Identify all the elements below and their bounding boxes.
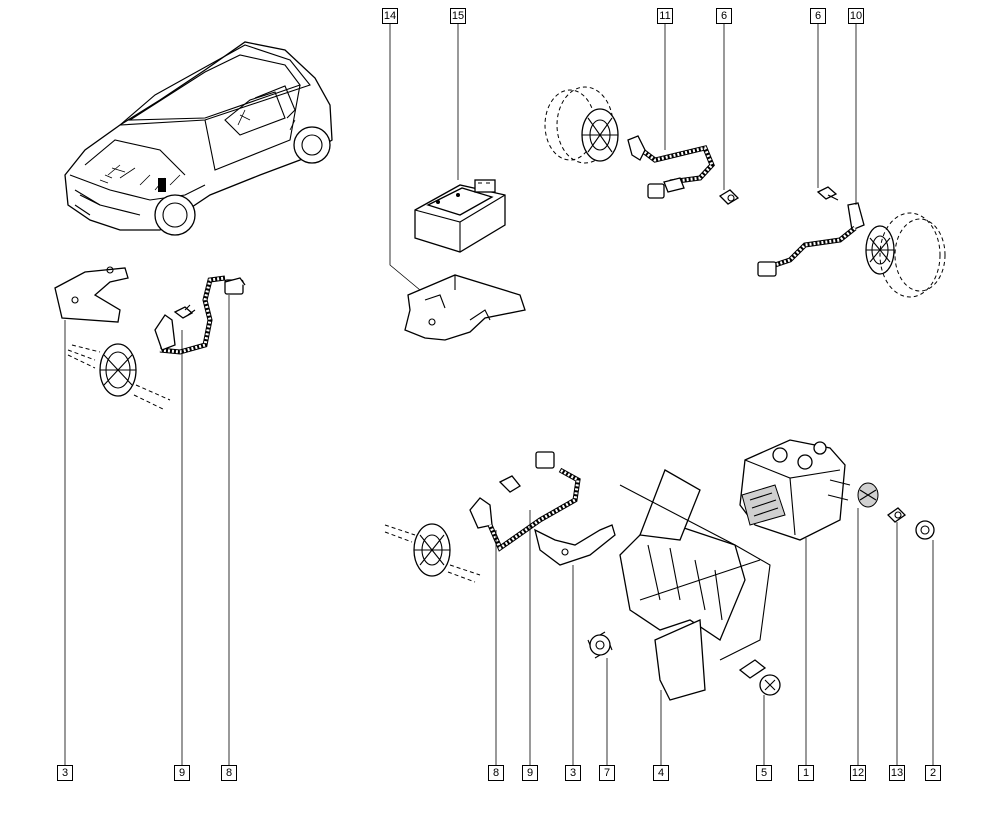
callout-11: 11 bbox=[657, 8, 673, 24]
bracket-icon bbox=[54, 266, 129, 323]
sensor-cable-icon bbox=[757, 202, 865, 277]
nut-icon bbox=[857, 482, 879, 508]
callout-4: 4 bbox=[653, 765, 669, 781]
callout-13: 13 bbox=[889, 765, 905, 781]
callout-8: 8 bbox=[221, 765, 237, 781]
bolt-icon bbox=[738, 659, 781, 696]
callout-9: 9 bbox=[174, 765, 190, 781]
callout-3: 3 bbox=[57, 765, 73, 781]
wheel-hub-icon bbox=[865, 212, 946, 298]
washer-icon bbox=[587, 631, 613, 659]
callout-3: 3 bbox=[565, 765, 581, 781]
sensor-cable-icon bbox=[627, 135, 715, 199]
bolt-icon bbox=[718, 189, 740, 205]
bracket-icon bbox=[404, 274, 526, 341]
callout-6: 6 bbox=[716, 8, 732, 24]
bracket-icon bbox=[534, 524, 616, 566]
sensor-cable-icon bbox=[469, 451, 581, 552]
callout-8: 8 bbox=[488, 765, 504, 781]
leader-lines bbox=[64, 24, 934, 765]
callout-14: 14 bbox=[382, 8, 398, 24]
nut-icon bbox=[915, 520, 935, 540]
bolt-icon bbox=[886, 507, 907, 523]
abs-pump-icon bbox=[739, 439, 851, 541]
callout-6: 6 bbox=[810, 8, 826, 24]
callout-9: 9 bbox=[522, 765, 538, 781]
callout-2: 2 bbox=[925, 765, 941, 781]
wheel-hub-icon bbox=[544, 86, 619, 164]
support-bracket-icon bbox=[619, 469, 771, 701]
callout-10: 10 bbox=[848, 8, 864, 24]
bolt-icon bbox=[173, 304, 196, 319]
callout-5: 5 bbox=[756, 765, 772, 781]
wheel-hub-icon bbox=[384, 523, 481, 583]
car-icon bbox=[64, 41, 333, 236]
callout-12: 12 bbox=[850, 765, 866, 781]
callout-1: 1 bbox=[798, 765, 814, 781]
callout-15: 15 bbox=[450, 8, 466, 24]
wheel-hub-icon bbox=[67, 343, 171, 411]
callout-7: 7 bbox=[599, 765, 615, 781]
sensor-cable-icon bbox=[154, 275, 246, 355]
bolt-icon bbox=[816, 186, 839, 201]
control-unit-icon bbox=[414, 179, 506, 253]
